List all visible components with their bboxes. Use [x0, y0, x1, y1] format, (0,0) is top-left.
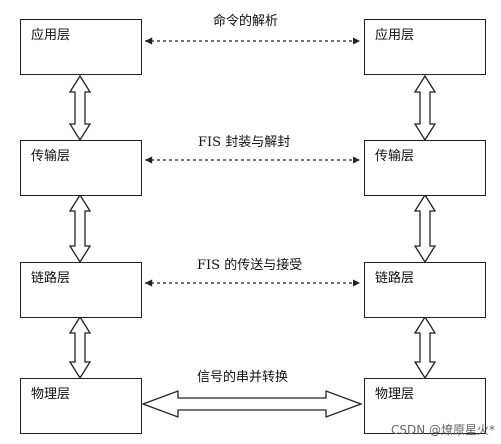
connection-label-serial-parallel: 信号的串并转换 — [197, 370, 289, 385]
connection-label-fis-transfer: FIS 的传送与接受 — [197, 258, 303, 273]
left-box-label: 物理层 — [31, 387, 71, 402]
right-box-application: 应用层 — [364, 19, 486, 75]
right-box-link: 链路层 — [364, 262, 486, 318]
left-box-physical: 物理层 — [20, 378, 142, 434]
vertical-arrows-left — [68, 74, 92, 380]
physical-double-arrow — [141, 390, 363, 418]
left-box-transport: 传输层 — [20, 140, 142, 196]
left-box-label: 链路层 — [31, 271, 71, 286]
connection-label-command: 命令的解析 — [213, 14, 279, 29]
right-box-label: 应用层 — [375, 28, 415, 43]
right-box-label: 传输层 — [375, 149, 415, 164]
right-box-label: 链路层 — [375, 271, 415, 286]
left-box-label: 传输层 — [31, 149, 71, 164]
vertical-arrows-right — [413, 74, 437, 380]
right-box-physical: 物理层 — [364, 378, 486, 434]
connection-label-fis-encap: FIS 封装与解封 — [198, 135, 291, 150]
right-box-transport: 传输层 — [364, 140, 486, 196]
right-box-label: 物理层 — [375, 387, 415, 402]
left-box-link: 链路层 — [20, 262, 142, 318]
left-box-application: 应用层 — [20, 19, 142, 75]
left-box-label: 应用层 — [31, 28, 71, 43]
watermark: CSDN @燎原星火* — [390, 423, 495, 437]
